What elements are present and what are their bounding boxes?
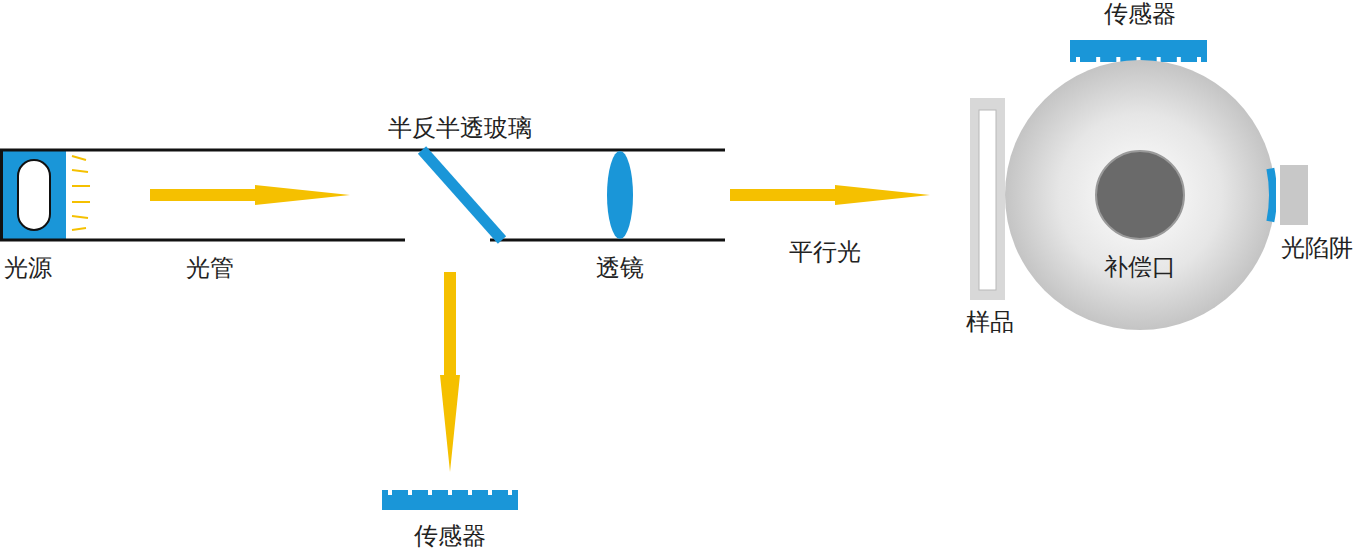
compensation-port	[1096, 151, 1184, 239]
sensor-top	[1070, 40, 1207, 62]
light-rays	[72, 156, 90, 230]
lens	[607, 151, 633, 239]
light-trap-label: 光陷阱	[1281, 234, 1353, 263]
reflected-light-arrow	[440, 272, 460, 472]
parallel-light-label: 平行光	[789, 238, 861, 267]
sensor-label: 传感器	[414, 522, 486, 551]
integrating-sphere: 补偿口	[1004, 59, 1276, 331]
node-label: 补偿口	[1104, 253, 1176, 282]
mirror-label: 半反半透玻璃	[388, 114, 532, 143]
half-mirror	[422, 150, 502, 240]
light-tube	[0, 150, 725, 240]
light-arrow	[150, 185, 350, 205]
sample-window	[979, 110, 996, 290]
sphere-outline	[1004, 59, 1276, 331]
parallel-light-arrow	[730, 185, 930, 205]
sensor-label: 传感器	[1104, 0, 1176, 29]
lamp-bulb	[18, 160, 50, 230]
light-tube-label: 光管	[186, 254, 234, 283]
sensor-bottom	[382, 490, 518, 510]
light-trap-port	[1266, 168, 1276, 222]
light-source-label: 光源	[4, 254, 52, 283]
sample-label: 样品	[966, 308, 1014, 337]
sphere-body	[1005, 60, 1275, 330]
lens-label: 透镜	[596, 254, 644, 283]
light-source-edge	[0, 150, 3, 240]
light-source	[0, 150, 66, 240]
sample-holder	[970, 98, 1005, 300]
light-trap	[1280, 165, 1308, 225]
